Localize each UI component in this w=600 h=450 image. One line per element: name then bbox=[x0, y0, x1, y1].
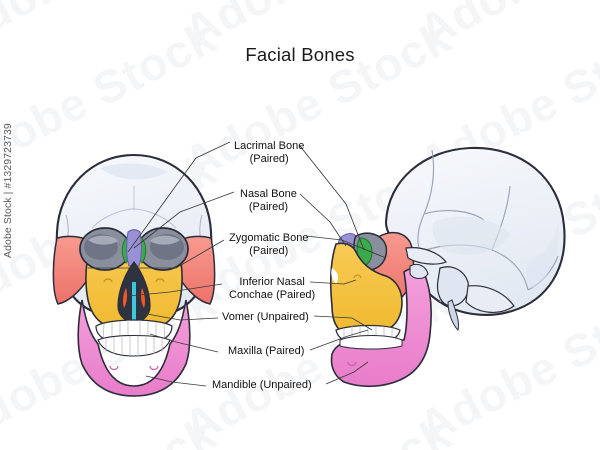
frontal-orbit-right-highlight bbox=[150, 235, 180, 245]
leader-lines bbox=[88, 141, 387, 387]
leader-mandible-right bbox=[325, 361, 369, 385]
frontal-inferior-nasal-concha-left bbox=[122, 288, 128, 308]
leader-maxilla-left bbox=[149, 333, 219, 353]
leader-lacrimal-left bbox=[127, 141, 231, 253]
lateral-infraorbital-foramen bbox=[353, 274, 362, 279]
leader-zygomatic-right bbox=[305, 235, 387, 259]
frontal-mental-foramen-left bbox=[109, 365, 119, 371]
lateral-occipital-lower bbox=[465, 285, 515, 313]
watermark-attribution: Adobe Stock | #1329723739 bbox=[2, 123, 14, 258]
frontal-vomer bbox=[132, 282, 136, 320]
page-title: Facial Bones bbox=[245, 44, 355, 65]
label-zygomatic-line1: Zygomatic Bone bbox=[229, 232, 309, 244]
label-maxilla-line1: Maxilla (Paired) bbox=[228, 345, 305, 357]
leader-conchae-left bbox=[127, 283, 223, 297]
label-conchae-line1: Inferior Nasal bbox=[239, 276, 305, 288]
frontal-lower-teeth-divisions bbox=[105, 336, 163, 356]
label-zygomatic: Zygomatic Bone (Paired) bbox=[229, 232, 308, 257]
frontal-infraorbital-foramen-right bbox=[155, 278, 165, 283]
frontal-mandible bbox=[77, 299, 191, 397]
label-vomer-line1: Vomer (Unpaired) bbox=[222, 311, 309, 323]
frontal-infraorbital-foramen-left bbox=[103, 278, 113, 283]
label-lacrimal-line2: (Paired) bbox=[249, 152, 289, 165]
leader-mandible-left bbox=[145, 375, 207, 387]
label-nasal-line2: (Paired) bbox=[248, 200, 288, 213]
leader-nasal-left bbox=[133, 191, 235, 249]
leader-lacrimal-right bbox=[299, 145, 365, 251]
leader-zygomatic-left bbox=[88, 239, 225, 269]
lateral-condyle bbox=[409, 263, 429, 280]
lateral-lower-teeth bbox=[339, 335, 403, 350]
label-mandible-line1: Mandible (Unpaired) bbox=[212, 379, 312, 391]
label-nasal: Nasal Bone (Paired) bbox=[240, 188, 297, 213]
lateral-zygomatic-arch bbox=[405, 247, 447, 265]
label-zygomatic-line2: (Paired) bbox=[249, 244, 289, 257]
label-nasal-line1: Nasal Bone bbox=[240, 188, 297, 200]
lateral-maxilla bbox=[330, 242, 403, 335]
leader-vomer-right bbox=[313, 315, 373, 331]
label-inferior-nasal-conchae: Inferior Nasal Conchae (Paired) bbox=[229, 276, 315, 301]
lateral-occiput-shading bbox=[526, 222, 559, 290]
label-vomer: Vomer (Unpaired) bbox=[222, 311, 309, 324]
frontal-orbit-left-highlight bbox=[88, 235, 118, 245]
frontal-inferior-nasal-concha-right bbox=[140, 288, 146, 308]
frontal-cranium-shading bbox=[100, 163, 168, 180]
label-maxilla: Maxilla (Paired) bbox=[228, 345, 304, 358]
frontal-skull-view bbox=[52, 153, 216, 397]
leader-nasal-right bbox=[299, 193, 347, 247]
lateral-mastoid bbox=[436, 266, 469, 307]
leader-conchae-right bbox=[309, 279, 357, 285]
label-lacrimal: Lacrimal Bone (Paired) bbox=[234, 140, 304, 165]
lateral-maxilla-notch bbox=[331, 268, 339, 284]
lateral-temporal-shading bbox=[432, 216, 510, 255]
lateral-styloid bbox=[447, 299, 459, 331]
label-conchae-line2: Conchae (Paired) bbox=[229, 288, 316, 301]
leader-vomer-left bbox=[135, 311, 219, 321]
label-lacrimal-line1: Lacrimal Bone bbox=[234, 140, 305, 152]
leader-maxilla-right bbox=[309, 329, 369, 351]
label-mandible: Mandible (Unpaired) bbox=[212, 379, 312, 392]
frontal-lower-teeth bbox=[97, 335, 171, 357]
lateral-mental-foramen bbox=[347, 361, 357, 367]
lateral-skull-view bbox=[330, 146, 566, 388]
frontal-mental-foramen-right bbox=[149, 365, 159, 371]
